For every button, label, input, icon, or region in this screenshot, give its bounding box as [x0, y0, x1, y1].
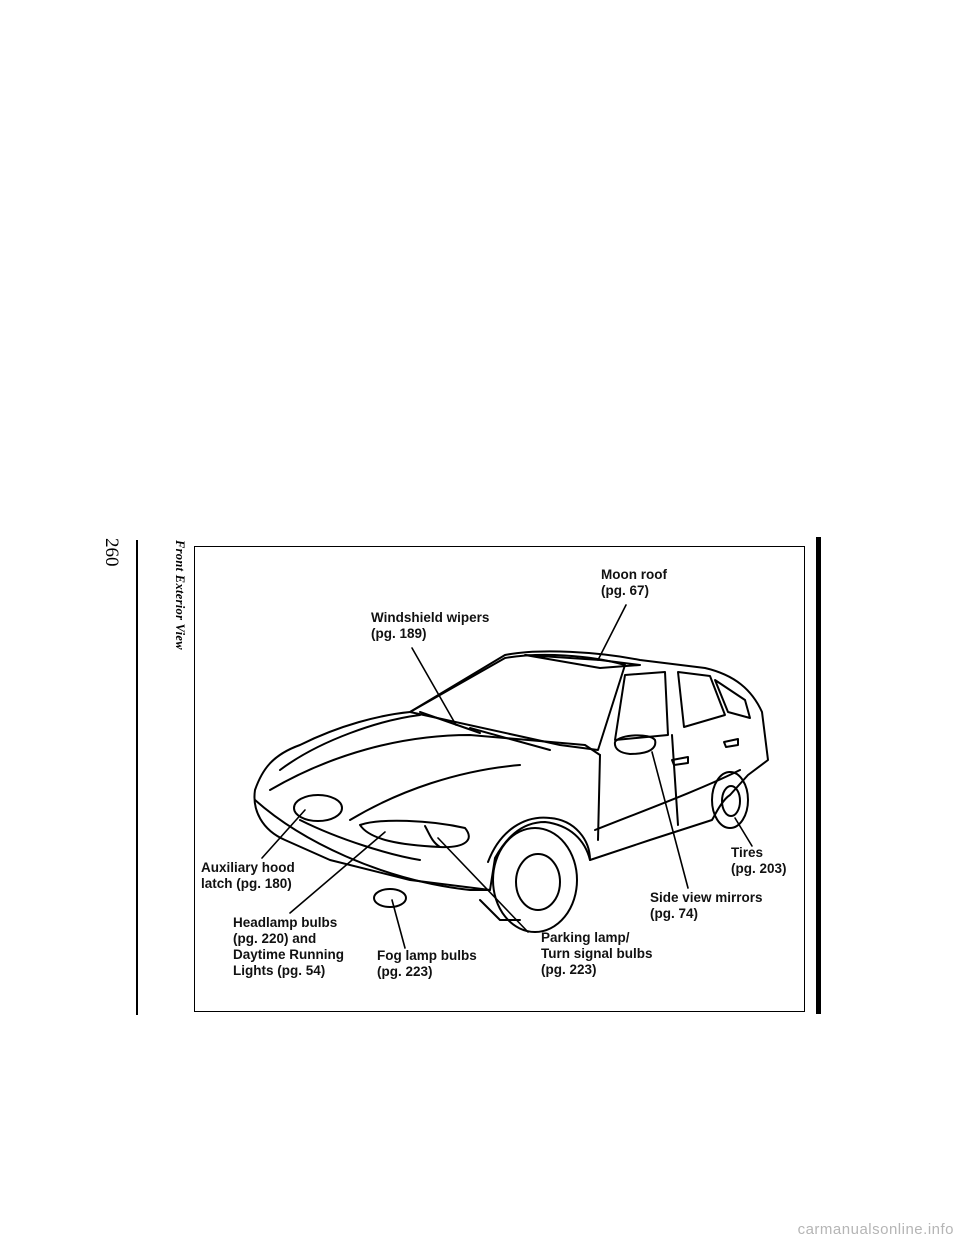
callout-line: Parking lamp/: [541, 930, 630, 945]
callout-line: (pg. 67): [601, 583, 650, 598]
callout-side-view-mirrors: Side view mirrors (pg. 74): [650, 890, 763, 922]
callout-windshield-wipers: Windshield wipers (pg. 189): [371, 610, 489, 642]
callout-line: Tires: [731, 845, 764, 860]
callout-line: (pg. 223): [377, 964, 433, 979]
right-margin-rule: [816, 537, 821, 1014]
callout-moon-roof: Moon roof (pg. 67): [601, 567, 667, 599]
callout-auxiliary-hood-latch: Auxiliary hood latch (pg. 180): [201, 860, 295, 892]
page-number: 260: [101, 538, 122, 567]
callout-tires: Tires (pg. 203): [731, 845, 787, 877]
callout-line: (pg. 223): [541, 962, 597, 977]
callout-line: latch (pg. 180): [201, 876, 292, 891]
callout-line: Fog lamp bulbs: [377, 948, 477, 963]
callout-line: Turn signal bulbs: [541, 946, 653, 961]
callout-line: Windshield wipers: [371, 610, 490, 625]
watermark: carmanualsonline.info: [797, 1221, 954, 1238]
callout-line: Side view mirrors: [650, 890, 763, 905]
callout-line: Headlamp bulbs: [233, 915, 338, 930]
left-margin-rule: [136, 540, 138, 1015]
callout-line: Daytime Running: [233, 947, 345, 962]
callout-parking-lamp: Parking lamp/ Turn signal bulbs (pg. 223…: [541, 930, 653, 978]
callout-headlamp-bulbs: Headlamp bulbs (pg. 220) and Daytime Run…: [233, 915, 344, 979]
section-title: Front Exterior View: [173, 540, 187, 650]
callout-line: (pg. 74): [650, 906, 699, 921]
callout-line: Auxiliary hood: [201, 860, 295, 875]
callout-line: (pg. 189): [371, 626, 427, 641]
callout-line: Moon roof: [601, 567, 667, 582]
callout-fog-lamp-bulbs: Fog lamp bulbs (pg. 223): [377, 948, 477, 980]
callout-line: (pg. 220) and: [233, 931, 317, 946]
callout-line: Lights (pg. 54): [233, 963, 326, 978]
figure-frame: [194, 546, 805, 1012]
callout-line: (pg. 203): [731, 861, 787, 876]
